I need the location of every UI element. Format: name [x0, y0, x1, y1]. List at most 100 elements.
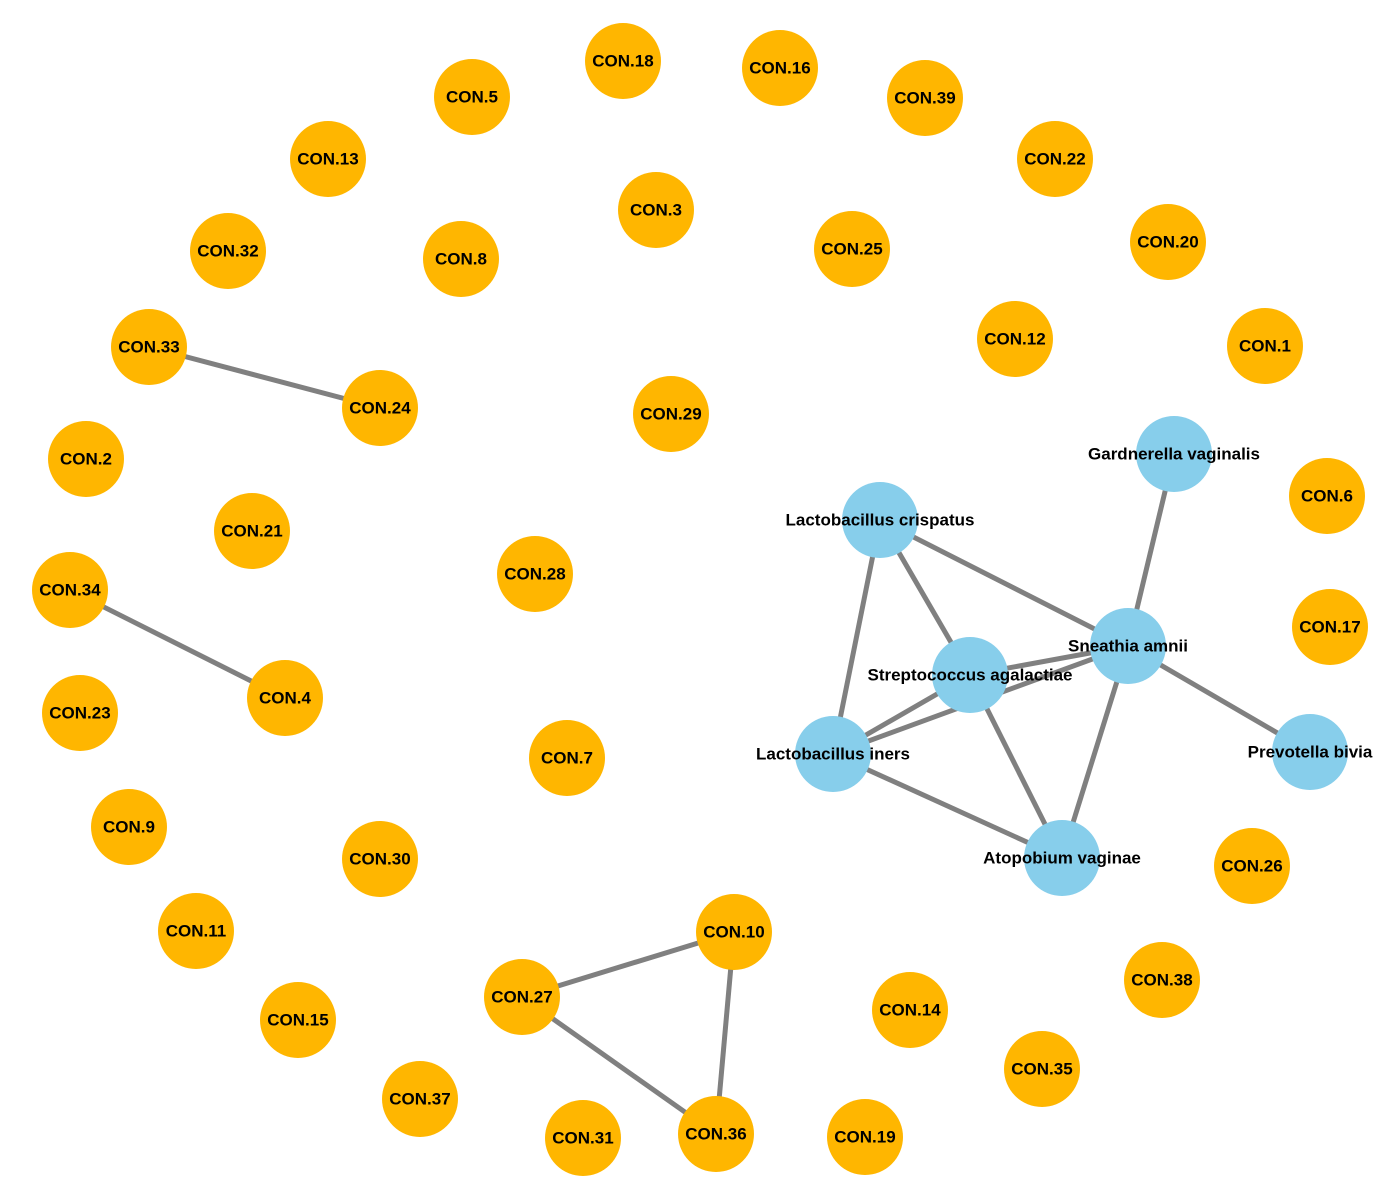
- node-con-20[interactable]: CON.20: [1130, 204, 1206, 280]
- node-circle[interactable]: [1130, 204, 1206, 280]
- node-con-14[interactable]: CON.14: [872, 972, 948, 1048]
- node-circle[interactable]: [423, 221, 499, 297]
- node-circle[interactable]: [42, 675, 118, 751]
- node-circle[interactable]: [678, 1096, 754, 1172]
- node-circle[interactable]: [434, 59, 510, 135]
- node-con-25[interactable]: CON.25: [814, 211, 890, 287]
- node-con-16[interactable]: CON.16: [742, 30, 818, 106]
- node-circle[interactable]: [1136, 416, 1212, 492]
- node-iners[interactable]: Lactobacillus iners: [756, 716, 910, 792]
- node-con-9[interactable]: CON.9: [91, 789, 167, 865]
- node-circle[interactable]: [529, 720, 605, 796]
- node-con-13[interactable]: CON.13: [290, 121, 366, 197]
- node-circle[interactable]: [1272, 714, 1348, 790]
- node-con-29[interactable]: CON.29: [633, 376, 709, 452]
- node-con-36[interactable]: CON.36: [678, 1096, 754, 1172]
- node-circle[interactable]: [827, 1099, 903, 1175]
- node-gardnerella[interactable]: Gardnerella vaginalis: [1088, 416, 1260, 492]
- node-circle[interactable]: [214, 493, 290, 569]
- node-con-31[interactable]: CON.31: [545, 1100, 621, 1176]
- node-circle[interactable]: [190, 213, 266, 289]
- node-label: CON.32: [197, 242, 258, 261]
- node-circle[interactable]: [1227, 308, 1303, 384]
- node-circle[interactable]: [1024, 820, 1100, 896]
- node-circle[interactable]: [977, 301, 1053, 377]
- node-circle[interactable]: [342, 370, 418, 446]
- node-con-11[interactable]: CON.11: [158, 893, 234, 969]
- node-con-32[interactable]: CON.32: [190, 213, 266, 289]
- node-sneathia[interactable]: Sneathia amnii: [1068, 608, 1188, 684]
- node-circle[interactable]: [1292, 589, 1368, 665]
- node-circle[interactable]: [633, 376, 709, 452]
- node-circle[interactable]: [887, 60, 963, 136]
- node-con-34[interactable]: CON.34: [32, 552, 108, 628]
- node-circle[interactable]: [382, 1061, 458, 1137]
- node-circle[interactable]: [795, 716, 871, 792]
- node-con-26[interactable]: CON.26: [1214, 828, 1290, 904]
- node-con-5[interactable]: CON.5: [434, 59, 510, 135]
- node-atopobium[interactable]: Atopobium vaginae: [983, 820, 1141, 896]
- node-con-35[interactable]: CON.35: [1004, 1031, 1080, 1107]
- node-circle[interactable]: [1289, 458, 1365, 534]
- node-con-3[interactable]: CON.3: [618, 172, 694, 248]
- node-circle[interactable]: [484, 959, 560, 1035]
- node-con-18[interactable]: CON.18: [585, 23, 661, 99]
- node-circle[interactable]: [932, 637, 1008, 713]
- node-con-7[interactable]: CON.7: [529, 720, 605, 796]
- node-con-27[interactable]: CON.27: [484, 959, 560, 1035]
- node-circle[interactable]: [290, 121, 366, 197]
- node-con-12[interactable]: CON.12: [977, 301, 1053, 377]
- node-circle[interactable]: [111, 309, 187, 385]
- node-crispatus[interactable]: Lactobacillus crispatus: [786, 482, 975, 558]
- node-con-23[interactable]: CON.23: [42, 675, 118, 751]
- node-circle[interactable]: [1004, 1031, 1080, 1107]
- node-con-28[interactable]: CON.28: [497, 536, 573, 612]
- node-circle[interactable]: [32, 552, 108, 628]
- node-prevotella[interactable]: Prevotella bivia: [1248, 714, 1373, 790]
- node-con-37[interactable]: CON.37: [382, 1061, 458, 1137]
- node-circle[interactable]: [872, 972, 948, 1048]
- node-circle[interactable]: [585, 23, 661, 99]
- node-label: CON.7: [541, 749, 593, 768]
- node-circle[interactable]: [1214, 828, 1290, 904]
- node-con-10[interactable]: CON.10: [696, 894, 772, 970]
- node-con-17[interactable]: CON.17: [1292, 589, 1368, 665]
- node-con-2[interactable]: CON.2: [48, 421, 124, 497]
- node-con-21[interactable]: CON.21: [214, 493, 290, 569]
- node-circle[interactable]: [260, 982, 336, 1058]
- node-con-6[interactable]: CON.6: [1289, 458, 1365, 534]
- node-con-39[interactable]: CON.39: [887, 60, 963, 136]
- node-circle[interactable]: [545, 1100, 621, 1176]
- node-circle[interactable]: [814, 211, 890, 287]
- node-con-24[interactable]: CON.24: [342, 370, 418, 446]
- node-circle[interactable]: [342, 821, 418, 897]
- node-con-19[interactable]: CON.19: [827, 1099, 903, 1175]
- node-circle[interactable]: [742, 30, 818, 106]
- node-label: CON.12: [984, 330, 1045, 349]
- node-con-15[interactable]: CON.15: [260, 982, 336, 1058]
- node-con-8[interactable]: CON.8: [423, 221, 499, 297]
- node-circle[interactable]: [48, 421, 124, 497]
- node-circle[interactable]: [1124, 942, 1200, 1018]
- node-con-1[interactable]: CON.1: [1227, 308, 1303, 384]
- node-label: Lactobacillus crispatus: [786, 511, 975, 530]
- node-label: CON.33: [118, 338, 179, 357]
- node-con-22[interactable]: CON.22: [1017, 121, 1093, 197]
- node-label: CON.34: [39, 581, 101, 600]
- node-con-30[interactable]: CON.30: [342, 821, 418, 897]
- node-circle[interactable]: [842, 482, 918, 558]
- node-con-4[interactable]: CON.4: [247, 660, 323, 736]
- node-circle[interactable]: [247, 660, 323, 736]
- node-circle[interactable]: [158, 893, 234, 969]
- node-circle[interactable]: [1017, 121, 1093, 197]
- node-label: CON.19: [834, 1128, 895, 1147]
- node-circle[interactable]: [91, 789, 167, 865]
- node-label: Gardnerella vaginalis: [1088, 445, 1260, 464]
- node-con-33[interactable]: CON.33: [111, 309, 187, 385]
- node-circle[interactable]: [696, 894, 772, 970]
- node-strepto[interactable]: Streptococcus agalactiae: [867, 637, 1073, 713]
- node-circle[interactable]: [497, 536, 573, 612]
- node-circle[interactable]: [618, 172, 694, 248]
- node-con-38[interactable]: CON.38: [1124, 942, 1200, 1018]
- node-circle[interactable]: [1090, 608, 1166, 684]
